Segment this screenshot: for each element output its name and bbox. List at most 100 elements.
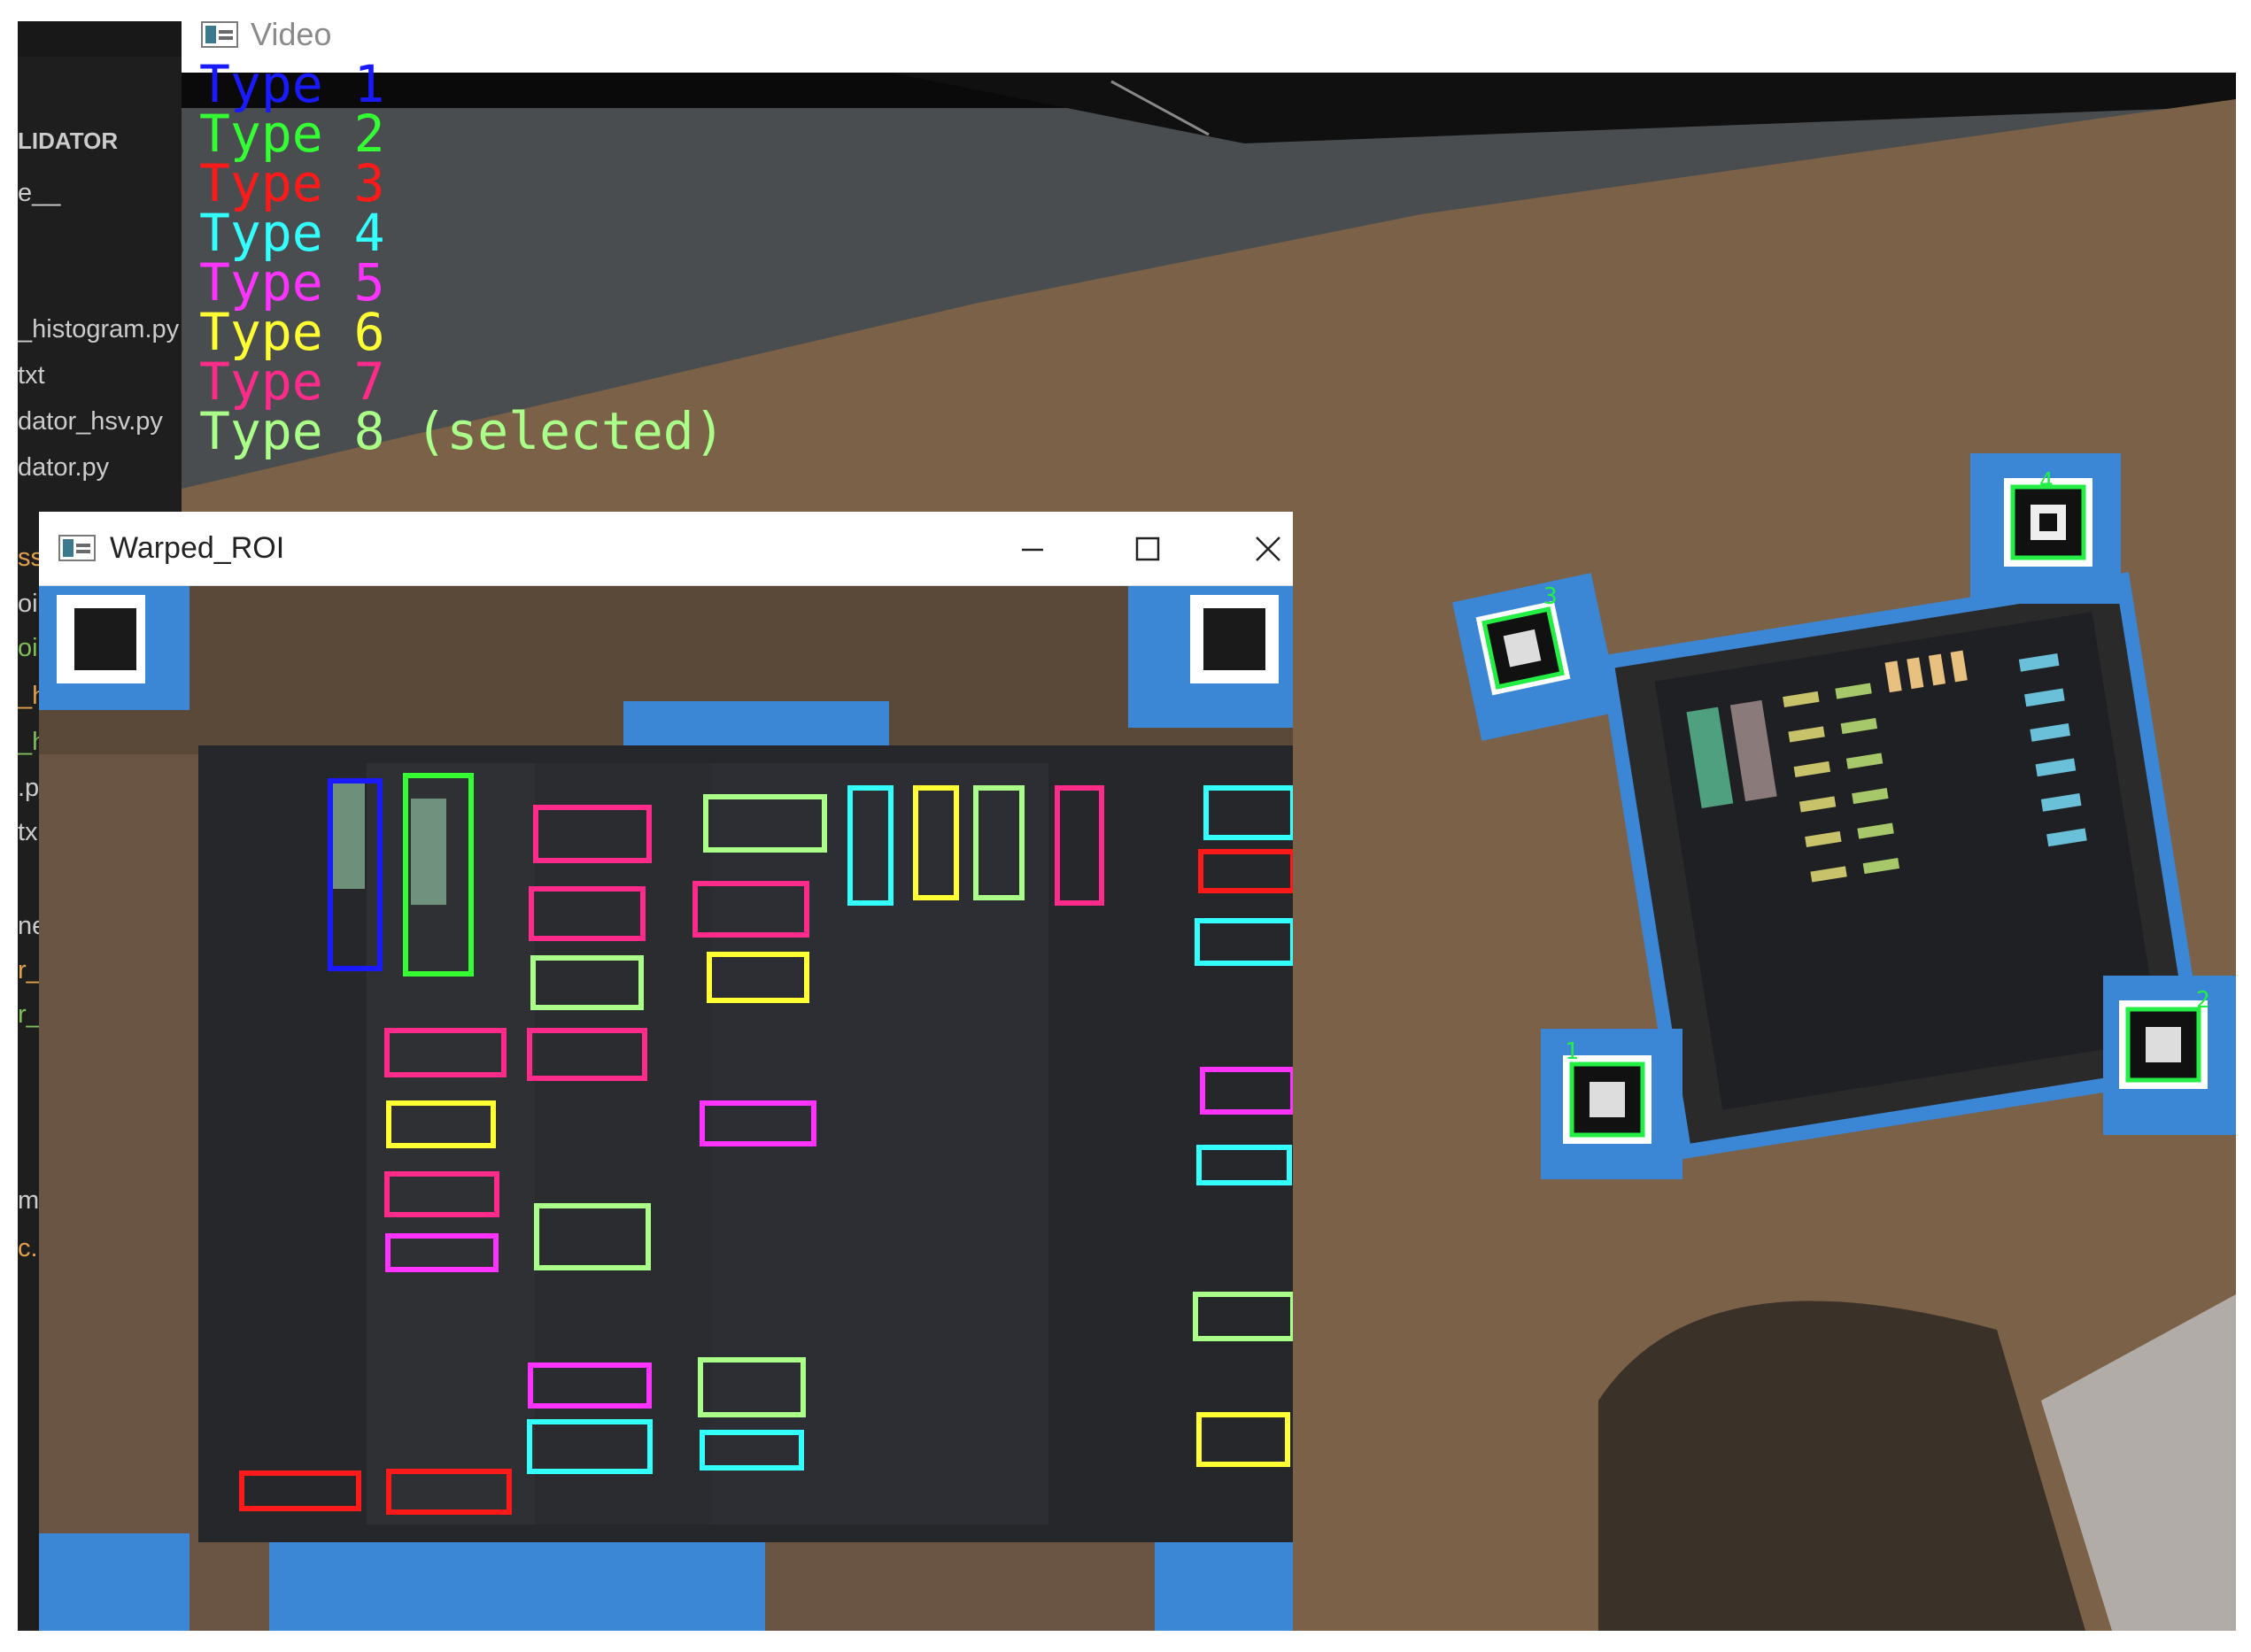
- maximize-button[interactable]: [1119, 522, 1176, 575]
- marker-pattern: [2146, 1027, 2181, 1062]
- detection-box-type4: [1195, 918, 1293, 966]
- floor-region: [182, 73, 2236, 489]
- aruco-marker-1: 1: [1541, 1029, 1682, 1179]
- fuse-pink-large: [1729, 699, 1777, 802]
- fuse-row-cyan: [2018, 652, 2087, 847]
- detection-box-type3: [239, 1471, 361, 1511]
- detection-box-type7: [1055, 785, 1104, 906]
- shadow-object: [1598, 1301, 2085, 1631]
- detection-box-type3: [386, 1469, 512, 1515]
- aruco-marker-3: 3: [1452, 573, 1621, 741]
- detection-box-type5: [700, 1100, 816, 1146]
- detection-box-type8: [1193, 1292, 1293, 1341]
- fuse-box-interior: [1654, 612, 2161, 1110]
- ide-file-item[interactable]: txt: [18, 361, 45, 390]
- minimize-button[interactable]: [1004, 522, 1061, 575]
- detection-box-type5: [528, 1363, 652, 1409]
- legend-item-type-7: Type 7: [199, 351, 385, 412]
- detection-box-type6: [1196, 1412, 1290, 1467]
- window-app-icon: [58, 535, 96, 561]
- maximize-icon: [1135, 537, 1160, 561]
- legend-item-type-1: Type 1: [199, 54, 385, 114]
- marker-code: [1569, 1061, 1645, 1138]
- detection-box-type7: [384, 1028, 507, 1077]
- ide-file-item[interactable]: r_: [18, 1000, 41, 1029]
- fuse-green-large: [1686, 706, 1734, 808]
- detection-box-type4: [847, 785, 893, 906]
- ide-file-item[interactable]: .p: [18, 774, 40, 802]
- ide-file-item[interactable]: dator.py: [18, 453, 110, 482]
- warp-edge: [890, 73, 2236, 143]
- roi-fuse-fills: [331, 783, 446, 905]
- detection-box-type8: [534, 1203, 651, 1270]
- detection-box-type8: [703, 794, 827, 853]
- roi-bottom-holder: [269, 1542, 765, 1631]
- minimize-icon: [1022, 548, 1043, 552]
- floor-line: [1110, 80, 1210, 136]
- detection-box-type1: [328, 778, 383, 971]
- detection-box-type4: [1203, 785, 1293, 840]
- plastic-bag: [2041, 1294, 2236, 1631]
- detection-box-type7: [529, 886, 646, 941]
- detection-box-type5: [385, 1233, 499, 1272]
- ide-header: [18, 21, 182, 57]
- ide-file-item[interactable]: e__: [18, 179, 61, 207]
- legend-item-type-3: Type 3: [199, 153, 385, 213]
- marker-id-label: 2: [2196, 987, 2210, 1014]
- ide-file-item[interactable]: tx: [18, 818, 38, 846]
- detection-box-type2: [403, 773, 474, 977]
- detection-box-type6: [386, 1100, 496, 1148]
- detection-box-type4: [1196, 1145, 1292, 1185]
- ide-file-item[interactable]: r_: [18, 956, 41, 984]
- fuse-box: [1598, 572, 2209, 1160]
- marker-id-label: 1: [1565, 1038, 1579, 1065]
- fuse-row-green: [1835, 683, 1900, 875]
- roi-corner-holder: [39, 1533, 190, 1631]
- roi-window-title: Warped_ROI: [110, 531, 285, 565]
- legend-item-type-4: Type 4: [199, 203, 385, 263]
- fuse-row-yellow: [1783, 691, 1847, 883]
- legend-item-type-5: Type 5: [199, 252, 385, 313]
- detection-box-type7: [384, 1171, 499, 1217]
- detection-box-type4: [700, 1430, 804, 1471]
- window-app-icon: [201, 21, 238, 48]
- detection-boxes: [239, 773, 1293, 1515]
- legend-item-type-2: Type 2: [199, 104, 385, 164]
- legend-item-type-8: Type 8 (selected): [199, 401, 725, 461]
- marker-id-label: 4: [2039, 468, 2054, 495]
- marker-pattern-inner: [2039, 513, 2057, 531]
- detection-box-type7: [527, 1028, 647, 1081]
- ide-file-item[interactable]: LIDATOR: [18, 127, 119, 154]
- roi-titlebar[interactable]: Warped_ROI: [39, 512, 1293, 586]
- detection-box-type4: [527, 1419, 653, 1474]
- detection-box-type7: [533, 805, 652, 863]
- roi-corner-marker-code: [74, 608, 136, 670]
- detection-box-type6: [913, 785, 959, 900]
- ide-file-item[interactable]: m: [18, 1186, 40, 1215]
- marker-id-label: 3: [1543, 583, 1558, 610]
- detection-box-type6: [707, 952, 809, 1003]
- detection-box-type8: [530, 955, 644, 1010]
- ide-file-item[interactable]: dator_hsv.py: [18, 407, 163, 436]
- video-window-title: Video: [251, 16, 332, 52]
- detection-box-type7: [692, 881, 809, 938]
- detection-box-type3: [1198, 849, 1293, 893]
- aruco-marker-4: 4: [1970, 453, 2121, 604]
- roi-corner-marker-code: [1203, 608, 1265, 670]
- ide-file-item[interactable]: _histogram.py: [18, 315, 180, 344]
- detection-box-type8: [973, 785, 1025, 900]
- legend-item-type-6: Type 6: [199, 302, 385, 362]
- video-titlebar[interactable]: Video: [182, 0, 2236, 73]
- marker-pattern: [1503, 629, 1542, 668]
- ide-file-item[interactable]: oi: [18, 634, 38, 662]
- aruco-marker-2: 2: [2103, 976, 2236, 1135]
- close-icon: [1256, 537, 1280, 561]
- roi-fuse-column: [535, 763, 712, 1525]
- detection-box-type8: [698, 1357, 806, 1417]
- marker-pattern: [1590, 1082, 1625, 1117]
- roi-image: [39, 586, 1293, 1631]
- warped-roi-window[interactable]: Warped_ROI: [39, 512, 1293, 1631]
- detection-box-type5: [1200, 1067, 1293, 1115]
- ide-file-item[interactable]: oi: [18, 590, 38, 618]
- close-button[interactable]: [1240, 522, 1293, 575]
